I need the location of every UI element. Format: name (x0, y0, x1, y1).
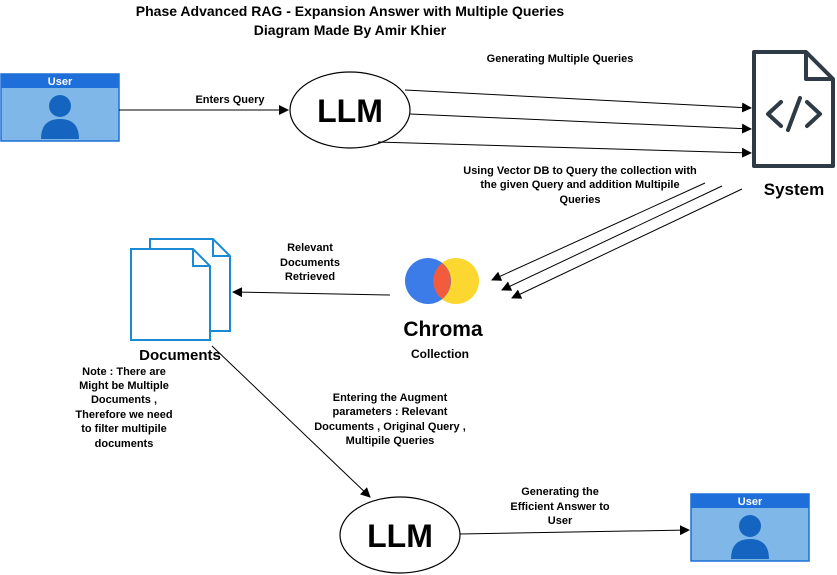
user-top-node: User (0, 73, 120, 142)
documents-node: Documents (130, 238, 231, 364)
diagram-subtitle: Diagram Made By Amir Khier (254, 22, 447, 38)
edge-label-augment: Documents , Original Query , (314, 421, 466, 433)
user-bottom-node: User (690, 493, 810, 562)
chroma-sublabel: Collection (411, 347, 469, 361)
edge-system-to-chroma-3 (511, 188, 743, 299)
edge-label-vector-db: Queries (560, 194, 601, 206)
llm-top-node: LLM (289, 71, 411, 149)
chroma-node: Chroma Collection (403, 258, 483, 361)
edge-label-vector-db: Using Vector DB to Query the collection … (463, 165, 697, 177)
edge-llm-to-system-3 (377, 141, 752, 158)
note-line: Documents , (91, 394, 157, 406)
documents-icon (130, 238, 231, 341)
edge-label-augment: Entering the Augment (333, 392, 448, 404)
system-node: System (752, 50, 835, 199)
edge-label-augment: Multipile Queries (346, 435, 435, 447)
chroma-label: Chroma (403, 318, 483, 341)
chroma-logo-icon (405, 258, 479, 304)
note-line: Note : There are (82, 366, 166, 378)
llm-bottom-label: LLM (367, 518, 433, 554)
system-label: System (764, 180, 824, 199)
user-bottom-label: User (738, 496, 763, 508)
documents-note: Note : There are Might be Multiple Docum… (75, 366, 172, 450)
edge-label-efficient-answer: Efficient Answer to (510, 501, 609, 513)
edge-documents-to-llm (211, 345, 371, 498)
code-file-icon (752, 50, 835, 168)
user-top-label: User (48, 76, 73, 88)
documents-label: Documents (139, 347, 221, 364)
note-line: to filter multipile (81, 423, 167, 435)
llm-top-label: LLM (317, 93, 383, 129)
edge-label-relevant-docs: Relevant (287, 242, 333, 254)
edge-label-relevant-docs: Documents (280, 257, 340, 269)
diagram-title: Phase Advanced RAG - Expansion Answer wi… (136, 3, 565, 19)
edge-label-generating-queries: Generating Multiple Queries (487, 53, 634, 65)
edge-system-to-chroma-1 (491, 182, 706, 281)
note-line: Therefore we need (75, 409, 172, 421)
note-line: Might be Multiple (79, 380, 169, 392)
edge-label-vector-db: the given Query and addition Multipile (480, 179, 679, 191)
edge-llm-to-system-1 (404, 89, 752, 113)
edge-system-to-chroma-2 (501, 185, 723, 291)
edge-llm-to-system-2 (409, 113, 752, 134)
edge-llm-to-user (459, 525, 690, 536)
edge-chroma-to-documents (232, 287, 391, 298)
edge-label-relevant-docs: Retrieved (285, 271, 335, 283)
edge-label-efficient-answer: User (548, 515, 573, 527)
edge-label-enters-query: Enters Query (195, 94, 265, 106)
user-icon (731, 515, 769, 559)
llm-bottom-node: LLM (339, 496, 461, 574)
user-icon (41, 95, 79, 139)
note-line: documents (95, 438, 154, 450)
edge-label-augment: parameters : Relevant (333, 406, 448, 418)
edge-label-efficient-answer: Generating the (521, 486, 599, 498)
